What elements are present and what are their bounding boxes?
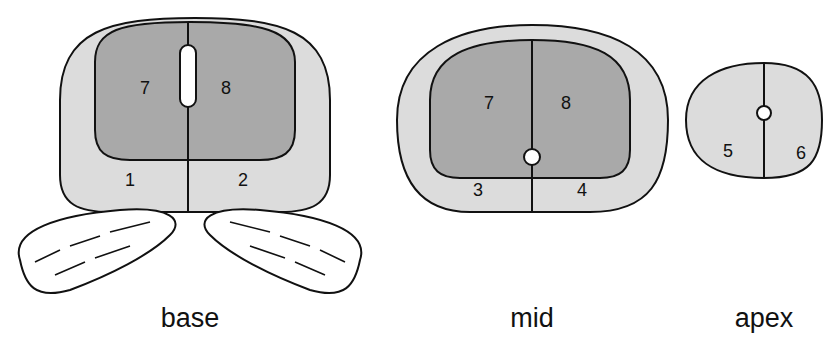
zone-number: 7 (484, 94, 494, 112)
level-caption: apex (735, 305, 794, 332)
level-caption: mid (510, 305, 554, 332)
zone-number: 8 (561, 94, 571, 112)
zone-number: 4 (577, 181, 587, 199)
zone-number: 2 (238, 171, 248, 189)
zone-number: 7 (140, 79, 150, 97)
zone-number: 3 (473, 181, 483, 199)
zone-number: 5 (723, 142, 733, 160)
zone-number: 6 (796, 144, 806, 162)
zone-number: 8 (221, 79, 231, 97)
zone-number: 1 (125, 171, 135, 189)
level-caption: base (161, 305, 220, 332)
